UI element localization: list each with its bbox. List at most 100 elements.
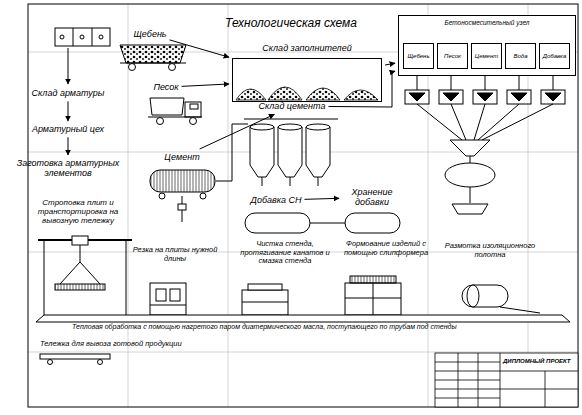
title-block-text: ДИПЛОМНЫЙ ПРОЕКТ — [503, 358, 570, 365]
sheet-title: Технологическая схема — [225, 17, 357, 31]
store-label: Склад арматуры — [32, 88, 105, 98]
flow-arrow — [182, 84, 229, 86]
sand-truck — [185, 102, 201, 117]
insulation-roll — [462, 285, 508, 307]
cement-silos — [250, 127, 274, 177]
flow-arrow — [67, 137, 68, 155]
title-block — [435, 380, 500, 381]
crane — [72, 236, 88, 245]
sheet-frame — [28, 4, 578, 407]
step-label: Формование изделий с помощью слипформера — [340, 240, 432, 257]
cement-silos — [250, 124, 274, 130]
cutting-machine — [150, 305, 186, 306]
additive-tanks — [245, 213, 400, 233]
mixing-unit — [405, 76, 565, 214]
aggregate-piles — [268, 87, 302, 100]
slipformer — [373, 283, 374, 315]
rebar-bundle — [60, 35, 64, 39]
slipformer — [350, 276, 396, 283]
title-block — [435, 389, 578, 390]
material-label: Песок — [153, 82, 178, 92]
product-cart — [98, 360, 103, 365]
title-block — [435, 362, 500, 363]
rail-tank — [178, 204, 186, 210]
gravel-trailer — [129, 64, 136, 71]
title-block — [435, 398, 500, 399]
flow-arrow — [67, 101, 68, 121]
material-label: Цемент — [164, 152, 199, 162]
node-text: Добавка СН — [251, 195, 302, 205]
node-text: Щебень — [404, 44, 433, 60]
grid-lines — [28, 4, 578, 407]
slipformer — [345, 283, 401, 315]
cement-silos — [216, 119, 338, 186]
title-block — [435, 353, 578, 407]
node-text: Формование изделий с помощью слипформера — [340, 240, 432, 257]
node-text: Цемент — [472, 44, 501, 60]
rebar-bundle — [80, 35, 84, 39]
slipformer — [345, 276, 401, 315]
title-block — [478, 353, 479, 407]
additive-tanks — [310, 223, 345, 224]
sand-truck — [190, 118, 197, 125]
step-label: Резка на плиты нужной длины — [130, 246, 220, 263]
node-text: Заготовка арматурных элементов — [12, 158, 124, 179]
additive-tanks — [245, 213, 310, 233]
cement-silos — [306, 127, 330, 177]
gravel-trailer — [120, 45, 186, 71]
title-block — [458, 353, 459, 407]
cement-silos — [278, 127, 302, 177]
mixing-unit-box: ЩебеньПесокЦементВодаДобавкаБетоносмесит… — [398, 15, 576, 76]
node-text: Склад арматуры — [32, 88, 105, 98]
flow-arrow — [385, 63, 395, 65]
rebar-bundle — [73, 28, 74, 46]
rebar-bundle — [68, 48, 69, 84]
rebar-bundle — [55, 28, 110, 46]
node-text: Хранение добавки — [342, 187, 402, 208]
tank-label: Добавка СН — [251, 195, 302, 205]
flow-arrow — [200, 114, 275, 149]
node-text: Арматурный цех — [32, 124, 104, 134]
product-cart — [40, 354, 110, 365]
mixing-unit — [417, 104, 553, 140]
mixing-unit — [409, 93, 561, 101]
rail-tank — [150, 170, 215, 222]
mixing-unit — [451, 76, 452, 90]
bin-box: Песок — [437, 43, 468, 69]
node-text: Резка на плиты нужной длины — [130, 246, 220, 263]
note-text: Тележка для вывоза готовой продукции — [40, 340, 182, 349]
gravel-trailer — [120, 63, 186, 64]
node-text: Песок — [438, 44, 467, 60]
rail-tank — [150, 170, 215, 192]
step-label: Размотка изоляционного полотна — [441, 242, 539, 259]
node-text: Размотка изоляционного полотна — [441, 242, 539, 259]
crane — [126, 240, 127, 315]
title-block — [435, 353, 578, 407]
sand-truck — [148, 98, 202, 125]
mixing-unit — [553, 76, 554, 90]
bin-box: Добавка — [539, 43, 570, 69]
note-text: Тепловая обработка с помощью нагретого п… — [72, 323, 457, 331]
cement-silos — [290, 177, 291, 186]
node-text: Цемент — [164, 152, 199, 162]
cleaning-machine — [242, 290, 288, 315]
cement-silos — [262, 177, 263, 186]
rebar-bundle — [99, 35, 103, 39]
node-text: Вода — [506, 44, 535, 60]
mixing-unit — [485, 76, 486, 90]
cleaning-machine — [242, 302, 288, 303]
mixing-unit — [452, 204, 488, 214]
product-cart — [48, 360, 53, 365]
cutting-machine — [156, 289, 166, 301]
casting-bed — [36, 315, 570, 322]
silo-label: Склад цемента — [259, 101, 326, 111]
gravel-trailer — [169, 64, 176, 71]
title-block — [435, 371, 578, 372]
node-text: Склад цемента — [259, 101, 326, 111]
aggregate-piles — [344, 90, 378, 100]
flow-arrow — [304, 198, 339, 199]
mixing-unit — [450, 140, 490, 156]
grid-lines — [228, 4, 229, 407]
cutting-machine — [150, 283, 186, 315]
gravel-trailer — [120, 45, 186, 63]
